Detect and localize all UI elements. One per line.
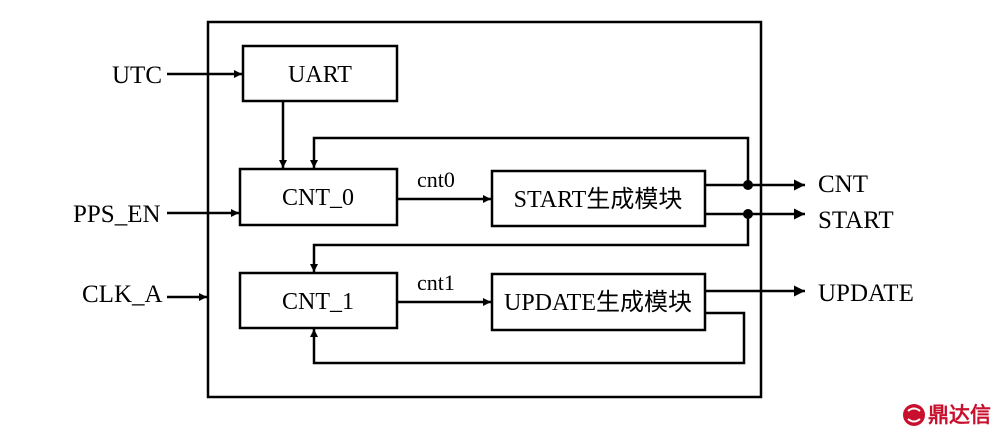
cnt1-signal-label: cnt1 [417,270,455,295]
start-gen-block [490,169,707,228]
watermark-badge-icon [903,404,925,426]
start-to-cnt1-path [310,214,750,272]
update-gen-label: UPDATE生成模块 [504,289,692,316]
cnt-feedback-path [310,136,750,185]
pps-en-input-label: PPS_EN [73,201,161,228]
watermark-logo: 鼎达信 [903,403,991,427]
update-gen-block [490,272,707,332]
update-output-label: UPDATE [818,280,914,307]
start-output-label: START [818,207,894,234]
start-gen-label: START生成模块 [514,186,683,213]
cnt1-label: CNT_1 [282,289,354,315]
uart-label: UART [288,62,352,88]
outer-module-box [206,20,763,399]
cnt0-signal-label: cnt0 [417,167,455,192]
clk-a-input-label: CLK_A [82,281,163,308]
cnt0-label: CNT_0 [282,185,354,211]
cnt-output-label: CNT [818,171,868,198]
uart-block [241,44,399,103]
watermark-text: 鼎达信 [928,403,991,427]
utc-input-label: UTC [112,62,162,89]
cnt1-block [238,271,399,330]
update-feedback-path [310,311,746,365]
cnt0-block [238,167,399,227]
